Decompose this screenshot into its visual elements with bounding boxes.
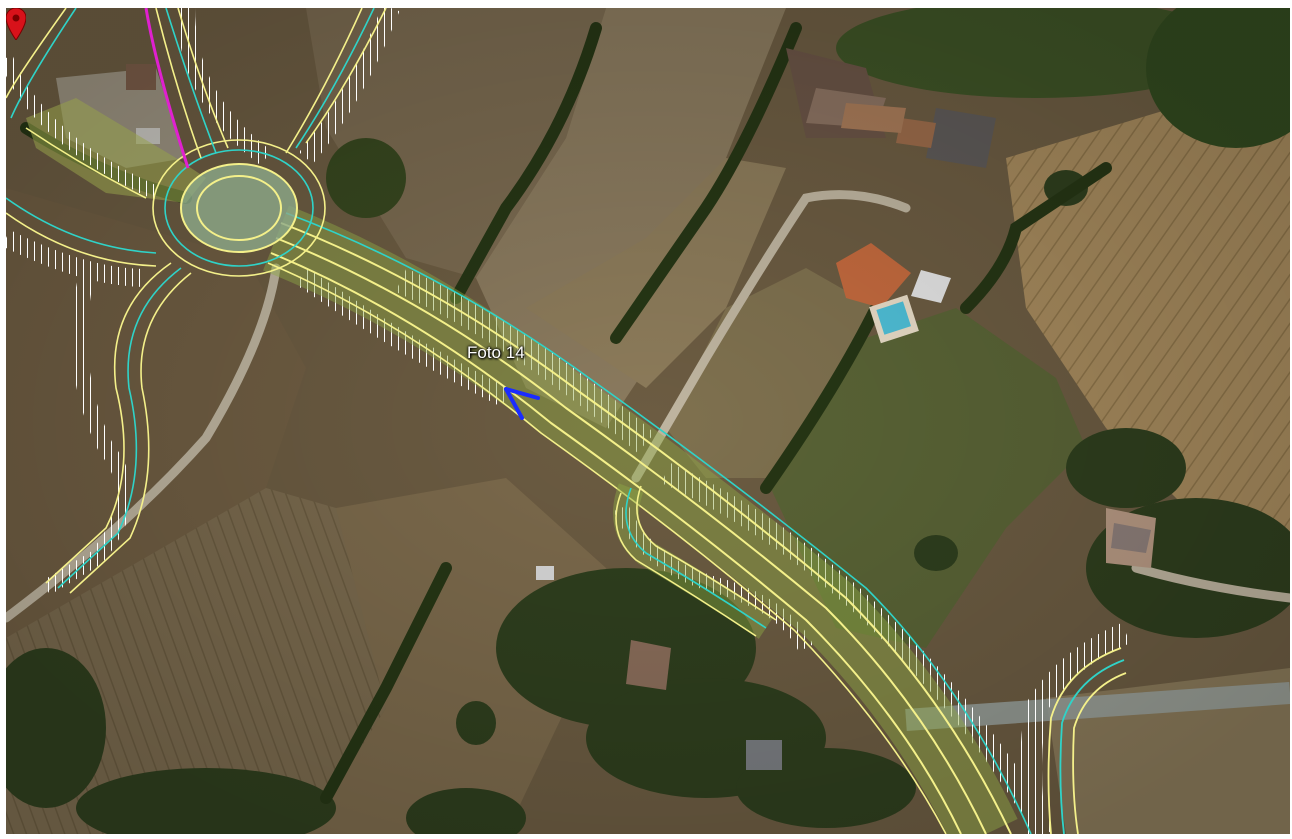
ramp-east (1047, 647, 1127, 834)
project-road (262, 205, 1032, 834)
camera-view-direction-icon (504, 387, 540, 420)
marker-label: Foto 14 (467, 343, 525, 362)
roundabout (152, 139, 326, 277)
roundabout-branches (6, 8, 387, 594)
map-pin-icon[interactable] (6, 8, 26, 40)
satellite-map[interactable]: Foto 14 (6, 8, 1290, 834)
ramp-south (613, 483, 777, 639)
vegetation-strip-nw (26, 98, 206, 203)
map-canvas (6, 8, 1290, 834)
